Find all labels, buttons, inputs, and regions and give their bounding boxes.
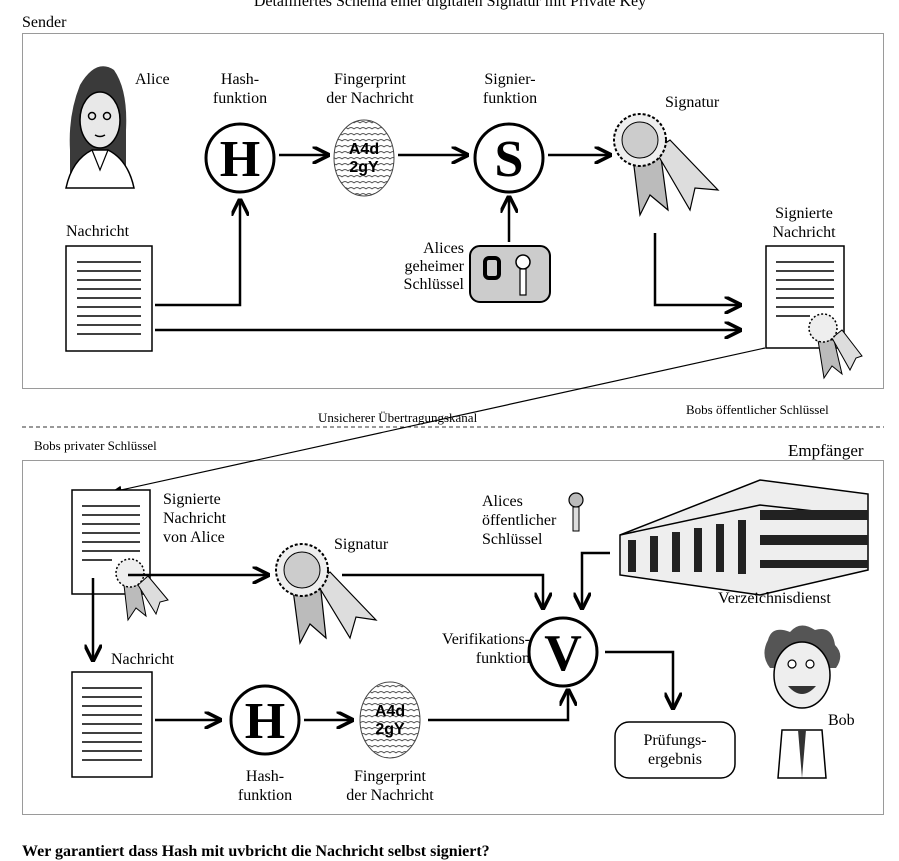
receiver-message-label: Nachricht [111, 651, 175, 668]
alice-private-key-icon [469, 245, 551, 303]
result-label: Prüfungs- ergebnis [615, 731, 735, 769]
sender-hash-circle [204, 122, 276, 194]
sender-fp-code-2: 2gY [349, 159, 379, 176]
received-signed-message-label-line1: Signierte [163, 491, 221, 508]
bob-private-key-label: Bobs privater Schlüssel [34, 438, 157, 453]
result-box [614, 721, 736, 779]
channel-transfer-arrow [110, 347, 766, 495]
alice-public-key-label: Alices öffentlicher Schlüssel [482, 492, 556, 549]
bob-public-key-label: Bobs öffentlicher Schlüssel [686, 402, 829, 417]
signing-function-label: Signier- funktion [460, 70, 560, 108]
verification-function-label: Verifikations- funktion [410, 630, 530, 668]
receiver-section-label: Empfänger [788, 441, 864, 460]
diagram-title: Detailliertes Schema einer digitalen Sig… [253, 0, 647, 10]
sender-signature-label: Signatur [665, 94, 720, 111]
channel-label: Unsicherer Übertragungskanal [318, 410, 478, 425]
verification-function-label-line2: funktion [475, 650, 530, 667]
sender-fp-code-1: A4d [349, 141, 379, 158]
receiver-hash-label-line1: Hash- [245, 768, 285, 785]
sender-fingerprint-label: Fingerprint der Nachricht [305, 70, 435, 108]
verify-letter: V [544, 625, 582, 682]
verification-circle [527, 616, 599, 688]
directory-service-building-icon [619, 479, 869, 596]
result-label-line1: Prüfungs- [643, 732, 707, 749]
signing-function-label-line2: funktion [482, 90, 538, 107]
received-signed-message-label-line3: von Alice [163, 529, 225, 546]
sender-section-label: Sender [22, 14, 67, 31]
bob-label: Bob [828, 712, 855, 729]
sender-panel [22, 33, 884, 389]
sender-signature-seal [613, 113, 720, 218]
receiver-fp-code-2: 2gY [375, 721, 405, 738]
receiver-fingerprint-label-line2: der Nachricht [346, 787, 434, 804]
sender-signed-message-label: Signierte Nachricht [756, 204, 852, 242]
alice-avatar [65, 66, 135, 189]
directory-service-label: Verzeichnisdienst [718, 590, 831, 607]
bob-avatar [764, 625, 841, 779]
receiver-fingerprint-label-line1: Fingerprint [354, 768, 426, 785]
sender-hash-label-line1: Hash- [220, 71, 260, 88]
alice-public-key-label-line3: Schlüssel [482, 531, 543, 548]
receiver-panel [22, 460, 884, 815]
sender-hash-label-line2: funktion [212, 90, 268, 107]
signing-circle [473, 122, 545, 194]
result-label-line2: ergebnis [648, 751, 702, 768]
receiver-signature-label: Signatur [334, 536, 389, 553]
sender-signed-message-label-line1: Signierte [775, 205, 833, 222]
private-key-label: Alices geheimer Schlüssel [394, 240, 464, 294]
signing-function-label-line1: Signier- [484, 71, 536, 88]
received-signed-message-document [71, 489, 169, 622]
received-signed-message-label-line2: Nachricht [163, 510, 227, 527]
private-key-label-line3: Schlüssel [403, 276, 464, 293]
alice-public-key-icon [568, 492, 584, 532]
receiver-hash-circle [229, 684, 301, 756]
alice-label: Alice [135, 71, 170, 88]
receiver-fingerprint-label: Fingerprint der Nachricht [325, 767, 455, 805]
receiver-hash-label: Hash- funktion [225, 767, 305, 805]
receiver-message-document [71, 671, 153, 778]
sender-fingerprint-label-line2: der Nachricht [326, 90, 414, 107]
question-text: Wer garantiert dass Hash mit uvbricht di… [22, 843, 490, 860]
receiver-signature-seal [275, 543, 378, 645]
receiver-fingerprint-icon: A4d 2gY [359, 681, 421, 759]
sender-hash-label: Hash- funktion [200, 70, 280, 108]
verification-function-label-line1: Verifikations- [442, 631, 530, 648]
alice-public-key-label-line2: öffentlicher [482, 512, 557, 529]
sender-signed-message-document [765, 245, 863, 380]
alice-public-key-label-line1: Alices [482, 493, 523, 510]
sender-fingerprint-label-line1: Fingerprint [334, 71, 406, 88]
sender-hash-letter: H [220, 131, 260, 188]
private-key-label-line1: Alices [423, 240, 464, 257]
receiver-fp-code-1: A4d [375, 703, 405, 720]
sender-fingerprint-icon: A4d 2gY [333, 119, 395, 197]
sign-letter: S [495, 131, 524, 188]
private-key-label-line2: geheimer [404, 258, 464, 275]
received-signed-message-label: Signierte Nachricht von Alice [163, 490, 226, 547]
sender-message-document [65, 245, 153, 352]
receiver-hash-letter: H [245, 693, 285, 750]
sender-signed-message-label-line2: Nachricht [772, 224, 836, 241]
receiver-hash-label-line2: funktion [237, 787, 293, 804]
sender-message-label: Nachricht [66, 223, 130, 240]
